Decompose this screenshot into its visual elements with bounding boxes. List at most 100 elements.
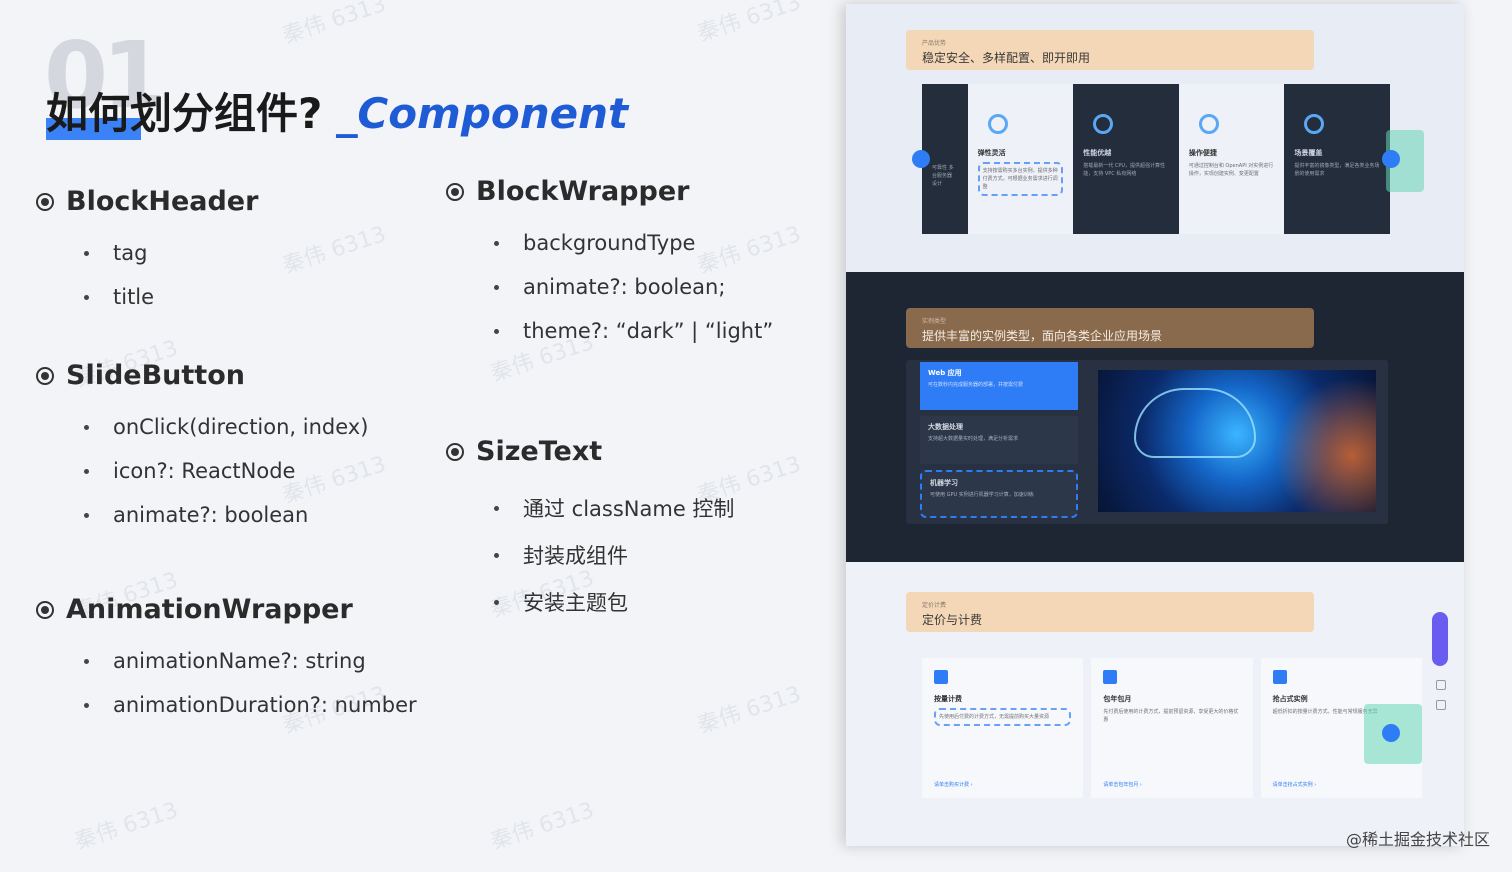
cloud-icon <box>1134 388 1256 458</box>
group-title: BlockHeader <box>66 186 259 217</box>
card-title: 性能优越 <box>1083 149 1112 157</box>
document-icon <box>934 670 948 684</box>
title-accent-bar <box>46 118 141 140</box>
feature-card: 性能优越 搭载最新一代 CPU，提供超强计算性能，支持 VPC 私有网络 <box>1073 84 1179 234</box>
pricing-card: 按量计费 先使用后付费的计费方式，无需提前购买大量资源 请单击购买计费 › <box>922 658 1084 798</box>
floating-sidebar[interactable] <box>1432 612 1448 666</box>
ring-icon <box>1198 114 1219 134</box>
tab-desc: 可使用 GPU 实例进行机器学习计算，加速训练 <box>930 492 1034 498</box>
list-item: animationName?: string <box>84 639 417 683</box>
list-item: theme?: “dark” | “light” <box>494 309 773 353</box>
group-heading: BlockHeader <box>36 186 258 217</box>
pricing-card-desc: 先付费后使用的计费方式，提前预留资源，享受更大的价格优惠 <box>1103 709 1239 723</box>
gift-icon[interactable] <box>1436 700 1446 710</box>
block-header-title: 稳定安全、多样配置、即开即用 <box>922 51 1091 65</box>
bullet-dot-icon <box>84 702 89 708</box>
pricing-card: 包年包月 先付费后使用的计费方式，提前预留资源，享受更大的价格优惠 请单击包年包… <box>1091 658 1253 798</box>
list-item-text: animationName?: string <box>113 649 366 673</box>
card-desc: 搭载最新一代 CPU，提供超强计算性能，支持 VPC 私有网络 <box>1083 163 1166 177</box>
group-sizetext: SizeText 通过 className 控制 封装成组件 安装主题包 <box>446 436 734 626</box>
card-desc: 可通过控制台和 OpenAPI 对实例进行操作，实现创建实例、变更配置 <box>1188 163 1274 177</box>
section-product-advantages: 产品优势 稳定安全、多样配置、即开即用 可靠性 多台服务器 设计 弹性灵活 支持… <box>846 4 1464 272</box>
watermark: 秦伟 6313 <box>694 0 805 47</box>
instance-panel: Web 应用 可在数秒内完成服务器的部署，并按需付费 大数据处理 支持超大数据量… <box>906 360 1388 524</box>
list-item-text: title <box>113 285 155 309</box>
block-header: 产品优势 稳定安全、多样配置、即开即用 <box>906 30 1314 70</box>
feature-card: 场景覆盖 提供丰富的镜像类型，满足各类业务场景的使用需求 <box>1284 84 1390 234</box>
website-screenshot: 产品优势 稳定安全、多样配置、即开即用 可靠性 多台服务器 设计 弹性灵活 支持… <box>846 4 1464 846</box>
tab-big-data[interactable]: 大数据处理 支持超大数据量实时处理，满足分析需求 <box>920 416 1078 464</box>
search-icon[interactable] <box>1436 680 1446 690</box>
pricing-card: 抢占式实例 超低折扣的按量计费方式，性能与常规服务无异 请单击抢占式实例 › <box>1260 658 1422 798</box>
radio-bullet-icon <box>36 192 54 211</box>
group-heading: SlideButton <box>36 360 368 391</box>
block-header-title: 定价与计费 <box>922 613 983 627</box>
list-item-text: onClick(direction, index) <box>113 415 369 439</box>
group-title: SizeText <box>476 436 603 467</box>
bullet-dot-icon <box>84 468 89 474</box>
tag-icon <box>1272 670 1287 684</box>
tab-machine-learning[interactable]: 机器学习 可使用 GPU 实例进行机器学习计算，加速训练 <box>920 470 1078 518</box>
list-item: 封装成组件 <box>494 532 734 579</box>
card-carousel: 可靠性 多台服务器 设计 弹性灵活 支持按需购买多台实例，提供多种付费方式，可根… <box>922 84 1390 234</box>
radio-bullet-icon <box>446 442 464 461</box>
bullet-dot-icon <box>494 506 499 511</box>
cloud-illustration <box>1098 370 1376 512</box>
pricing-card-title: 包年包月 <box>1103 695 1132 703</box>
next-button[interactable] <box>1382 724 1400 742</box>
radio-bullet-icon <box>446 182 464 201</box>
bullet-dot-icon <box>494 553 499 558</box>
group-title: BlockWrapper <box>476 176 690 207</box>
group-title: AnimationWrapper <box>66 594 353 625</box>
list-item-text: 通过 className 控制 <box>523 496 735 521</box>
tab-title: 机器学习 <box>930 479 958 487</box>
radio-bullet-icon <box>36 600 54 619</box>
group-blockheader: BlockHeader tag title <box>36 186 258 319</box>
pricing-cards: 按量计费 先使用后付费的计费方式，无需提前购买大量资源 请单击购买计费 › 包年… <box>922 658 1422 798</box>
card-desc: 可靠性 多台服务器 设计 <box>932 165 954 187</box>
watermark: 秦伟 6313 <box>279 221 390 279</box>
list-item-text: animate?: boolean <box>113 503 309 527</box>
bullet-dot-icon <box>494 600 499 605</box>
tab-title: 大数据处理 <box>928 423 963 431</box>
list-item: 安装主题包 <box>494 579 734 626</box>
block-header-tag: 产品优势 <box>922 40 947 47</box>
group-heading: BlockWrapper <box>446 176 773 207</box>
watermark: 秦伟 6313 <box>279 0 390 49</box>
pricing-card-link[interactable]: 请单击包年包月 › <box>1103 782 1142 788</box>
triangle-icon <box>1093 114 1114 134</box>
group-title: SlideButton <box>66 360 245 391</box>
pricing-card-link[interactable]: 请单击购买计费 › <box>934 782 973 788</box>
tab-web-app[interactable]: Web 应用 可在数秒内完成服务器的部署，并按需付费 <box>920 362 1078 410</box>
list-item-text: 安装主题包 <box>523 590 628 615</box>
bullet-dot-icon <box>84 658 89 664</box>
list-item-text: icon?: ReactNode <box>113 459 296 483</box>
list-item: animationDuration?: number <box>84 683 417 727</box>
list-item-text: animate?: boolean; <box>523 275 726 299</box>
slide-title: 如何划分组件?_Component <box>46 80 628 141</box>
list-item-text: backgroundType <box>523 231 696 255</box>
block-header: 实例类型 提供丰富的实例类型，面向各类企业应用场景 <box>906 308 1314 348</box>
pricing-card-link[interactable]: 请单击抢占式实例 › <box>1272 782 1317 788</box>
slide-prev-button[interactable] <box>912 150 930 168</box>
card-title: 场景覆盖 <box>1294 149 1323 157</box>
bullet-dot-icon <box>84 250 89 256</box>
tab-desc: 可在数秒内完成服务器的部署，并按需付费 <box>928 382 1024 388</box>
tab-title: Web 应用 <box>928 369 962 377</box>
slide-next-button[interactable] <box>1382 150 1400 168</box>
list-item-text: 封装成组件 <box>523 543 628 568</box>
feature-card: 弹性灵活 支持按需购买多台实例，提供多种付费方式，可根据业务需求进行调整 <box>967 84 1074 234</box>
calendar-icon <box>1103 670 1118 684</box>
card-desc: 提供丰富的镜像类型，满足各类业务场景的使用需求 <box>1294 163 1380 177</box>
group-heading: AnimationWrapper <box>36 594 417 625</box>
slide-title-zh: 如何划分组件? <box>46 89 323 138</box>
bullet-dot-icon <box>84 294 89 300</box>
block-header-title: 提供丰富的实例类型，面向各类企业应用场景 <box>922 329 1163 343</box>
pricing-card-desc: 超低折扣的按量计费方式，性能与常规服务无异 <box>1272 709 1378 715</box>
list-item: backgroundType <box>494 221 773 265</box>
bullet-dot-icon <box>84 424 89 430</box>
list-item: animate?: boolean; <box>494 265 773 309</box>
list-item: 通过 className 控制 <box>494 485 734 532</box>
group-slidebutton: SlideButton onClick(direction, index) ic… <box>36 360 368 537</box>
section-instance-types: 实例类型 提供丰富的实例类型，面向各类企业应用场景 Web 应用 可在数秒内完成… <box>846 272 1464 562</box>
